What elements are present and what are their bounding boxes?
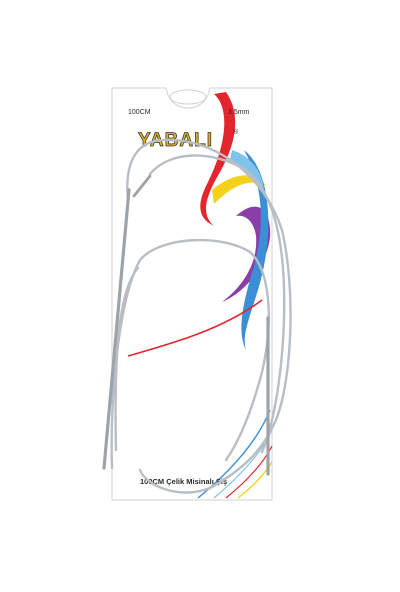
upper-needle-shaft: [132, 174, 152, 198]
left-needle-tip: [102, 188, 131, 470]
large-cable-loop: [126, 138, 292, 494]
second-cable-loop: [148, 154, 286, 454]
yellow-line-lower: [237, 461, 273, 499]
needle-size-label: 3.5mm: [228, 109, 250, 116]
product-name: 100CM Çelik Misinalı Şiş: [140, 477, 227, 486]
size-label: 100CM: [128, 109, 151, 116]
card-body: [111, 87, 273, 501]
packaging-card: [111, 87, 273, 501]
yellow-swoosh: [212, 175, 266, 204]
purple-swoosh: [222, 206, 271, 302]
steel-cables: [110, 138, 292, 494]
red-line-middle: [127, 299, 263, 357]
inner-cable-curve: [114, 266, 140, 452]
blue-swoosh: [241, 150, 269, 350]
hang-hole: [169, 89, 207, 105]
needle-tips: [102, 174, 270, 476]
registered-mark: ®: [233, 128, 239, 136]
